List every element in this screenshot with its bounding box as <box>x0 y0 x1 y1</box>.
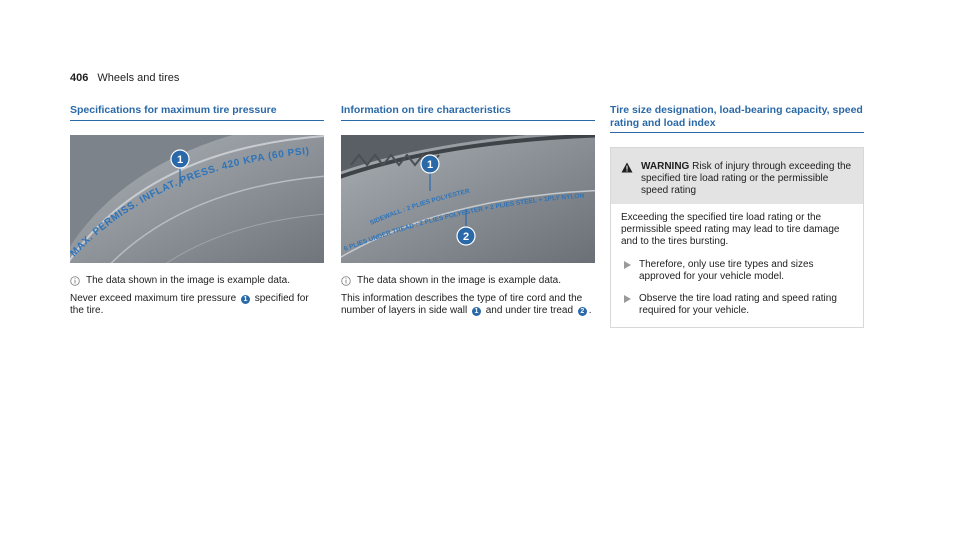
characteristics-heading: Information on tire characteristics <box>341 104 595 121</box>
play-arrow-icon <box>624 260 631 269</box>
callout-2: 2 <box>463 231 469 243</box>
warning-bullet: Therefore, only use tire types and sizes… <box>621 259 853 283</box>
warning-bullet: Observe the tire load rating and speed r… <box>621 293 853 317</box>
page-header: 406 Wheels and tires <box>70 72 179 84</box>
page-number: 406 <box>70 72 89 84</box>
warning-label: WARNING <box>641 161 690 172</box>
callout-1: 1 <box>177 154 183 166</box>
info-icon <box>341 275 351 286</box>
warning-text: Risk of injury through exceed­ing the sp… <box>641 161 852 196</box>
bullet-text: Therefore, only use tire types and sizes… <box>639 258 814 282</box>
note-text: The data shown in the image is example d… <box>86 274 291 286</box>
play-arrow-icon <box>624 295 631 304</box>
warning-box: WARNING Risk of injury through exceed­in… <box>610 147 864 328</box>
characteristics-paragraph: This information describes the type of t… <box>341 293 595 317</box>
callout-1: 1 <box>427 159 433 171</box>
paragraph-text-end: speci­fied for the tire. <box>70 293 309 317</box>
tire-characteristics-figure: SIDEWALL : 2 PLIES POLYESTER 6 PLIES UND… <box>341 134 595 263</box>
callout-badge-1: 1 <box>240 295 250 305</box>
warning-body: Exceeding the specified tire load rating… <box>611 204 863 327</box>
bullet-text: Observe the tire load rating and speed r… <box>639 293 837 317</box>
warning-triangle-icon <box>621 162 633 173</box>
paragraph-period: . <box>588 305 592 317</box>
info-icon <box>70 275 80 286</box>
note-text: The data shown in the image is example d… <box>357 274 562 286</box>
tire-pressure-figure: MAX. PERMISS. INFLAT. PRESS. 420 KPA (60… <box>70 134 324 263</box>
paragraph-text: Never exceed maximum tire pressure <box>70 293 237 305</box>
max-pressure-paragraph: Never exceed maximum tire pressure 1 spe… <box>70 293 324 317</box>
paragraph-text: This information describes the type of t… <box>341 293 583 317</box>
column-max-pressure: Specifications for maximum tire pressure… <box>70 104 324 317</box>
tire-size-heading: Tire size designation, load-bearing capa… <box>610 104 864 133</box>
example-data-note: The data shown in the image is example d… <box>70 275 324 287</box>
section-title: Wheels and tires <box>97 72 180 84</box>
callout-badge-1: 1 <box>471 307 481 317</box>
example-data-note: The data shown in the image is example d… <box>341 275 595 287</box>
warning-summary: WARNING Risk of injury through exceed­in… <box>641 161 853 196</box>
warning-header: WARNING Risk of injury through exceed­in… <box>611 148 863 205</box>
tire-sidewall-illustration: MAX. PERMISS. INFLAT. PRESS. 420 KPA (60… <box>70 134 324 263</box>
column-tire-size: Tire size designation, load-bearing capa… <box>610 104 864 328</box>
paragraph-text-mid: and under tire tread <box>485 305 574 317</box>
callout-badge-2: 2 <box>577 307 587 317</box>
warning-body-text: Exceeding the specified tire load rating… <box>621 212 840 247</box>
tire-tread-illustration: SIDEWALL : 2 PLIES POLYESTER 6 PLIES UND… <box>341 134 595 263</box>
column-tire-characteristics: Information on tire characteristics SIDE… <box>341 104 595 317</box>
max-pressure-heading: Specifications for maximum tire pressure <box>70 104 324 121</box>
